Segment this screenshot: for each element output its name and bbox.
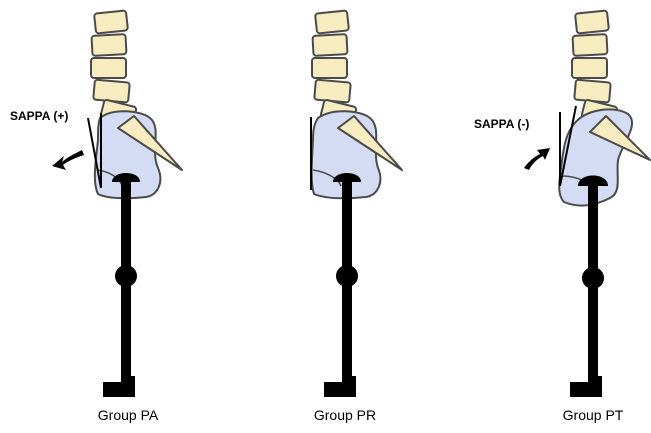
panel-group-pr: Group PR <box>311 10 402 423</box>
arrow-left-icon <box>52 150 84 170</box>
group-label: Group PT <box>563 407 624 423</box>
vertebra-l4 <box>314 80 351 103</box>
sappa-label: SAPPA (+) <box>10 109 68 123</box>
sappa-label: SAPPA (-) <box>474 117 529 131</box>
vertebra-l1 <box>575 10 609 33</box>
vertebra-l3 <box>572 58 607 78</box>
lumbar-spine <box>91 10 137 124</box>
vertebra-l1 <box>315 10 349 33</box>
knee-joint <box>582 267 604 289</box>
group-label: Group PA <box>98 407 159 423</box>
foot <box>103 376 135 397</box>
arrow-right-icon <box>524 148 550 170</box>
panel-group-pt: SAPPA (-) Group PT <box>474 10 650 423</box>
foot <box>570 376 602 397</box>
lumbar-spine <box>572 10 618 124</box>
vertebra-l4 <box>574 80 611 103</box>
vertebra-l2 <box>312 34 347 56</box>
vertebra-l3 <box>91 58 126 78</box>
lumbar-spine <box>312 10 357 124</box>
knee-joint <box>336 265 358 287</box>
vertebra-l2 <box>572 34 607 56</box>
vertebra-l3 <box>312 58 347 78</box>
vertebra-l2 <box>91 34 126 56</box>
foot <box>324 376 356 397</box>
panel-group-pa: SAPPA (+) Group PA <box>10 10 182 423</box>
vertebra-l4 <box>93 80 130 103</box>
knee-joint <box>115 265 137 287</box>
vertebra-l1 <box>94 10 128 33</box>
group-label: Group PR <box>314 407 376 423</box>
